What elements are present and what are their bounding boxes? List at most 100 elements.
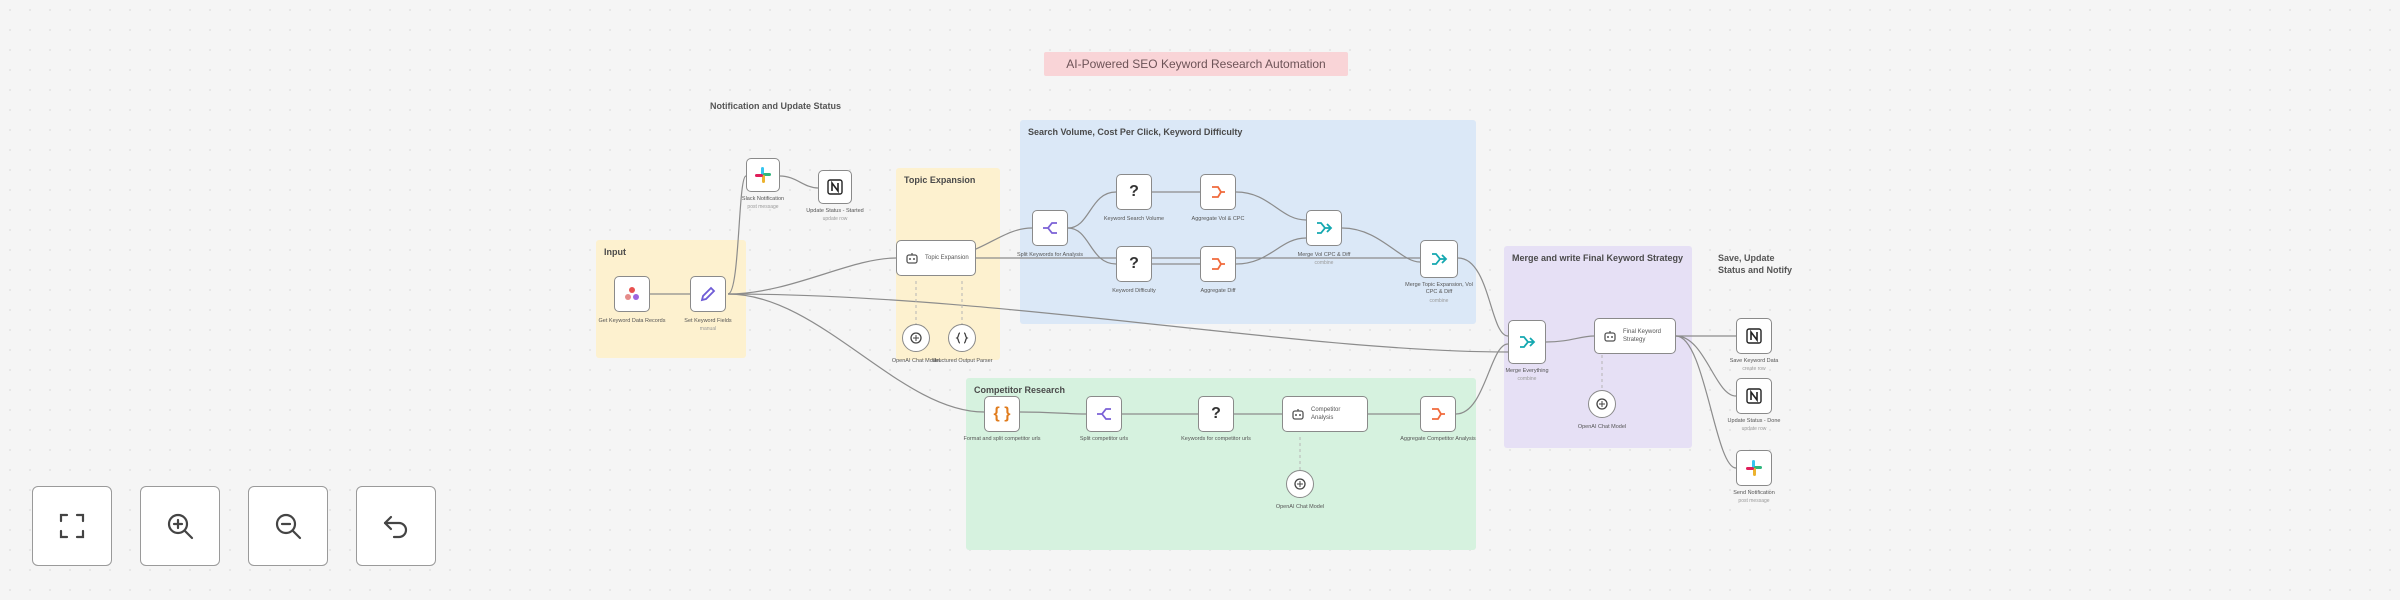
fit-view-button[interactable] xyxy=(32,486,112,566)
node-openai-chat-model-2[interactable] xyxy=(1286,470,1314,498)
merge-icon xyxy=(1432,253,1448,265)
node-update-status-started[interactable] xyxy=(818,170,852,204)
workflow-title: AI-Powered SEO Keyword Research Automati… xyxy=(1044,52,1348,76)
node-sub: combine xyxy=(1429,298,1449,304)
node-label: Keyword Search Volume xyxy=(1103,216,1165,222)
edge-merge-to-final xyxy=(1545,335,1595,343)
code-icon: { } xyxy=(993,405,1011,422)
node-label: Send Notification xyxy=(1733,490,1775,496)
group-topic-title: Topic Expansion xyxy=(904,175,976,185)
notion-icon xyxy=(1746,388,1762,404)
group-search-volume[interactable]: Search Volume, Cost Per Click, Keyword D… xyxy=(1020,120,1476,324)
node-label: Slack Notification xyxy=(741,196,785,202)
split-icon xyxy=(1097,408,1111,420)
node-merge-topic-expansion[interactable] xyxy=(1420,240,1458,278)
aggregate-icon xyxy=(1432,408,1445,420)
edge-set-to-topic xyxy=(727,257,897,295)
group-search-title: Search Volume, Cost Per Click, Keyword D… xyxy=(1028,127,1243,137)
edge-final-to-send xyxy=(1675,335,1737,469)
group-notification-title: Notification and Update Status xyxy=(710,101,842,111)
node-inline-label: Topic Expansion xyxy=(925,255,969,261)
edge-agg-to-merge13b xyxy=(1235,237,1307,265)
node-label: Merge Vol CPC & Diff xyxy=(1297,252,1351,258)
node-slack-notification[interactable] xyxy=(746,158,780,192)
node-format-competitor-urls[interactable]: { } xyxy=(984,396,1020,432)
edge-agg-to-merge-all xyxy=(1455,343,1509,415)
node-send-notification[interactable] xyxy=(1736,450,1772,486)
edge-set-to-slack xyxy=(727,175,747,295)
split-icon xyxy=(1043,222,1057,234)
group-merge-title: Merge and write Final Keyword Strategy xyxy=(1512,253,1684,263)
aggregate-icon xyxy=(1212,186,1225,198)
aggregate-icon xyxy=(1212,258,1225,270)
edge-code-to-split xyxy=(1019,411,1087,415)
node-label: Merge Topic Expansion, Vol CPC & Diff xyxy=(1405,282,1473,295)
parser-icon xyxy=(955,332,969,344)
edge-set-to-competitor xyxy=(727,293,985,413)
edge-merge14-to-merge-all xyxy=(1457,257,1509,337)
node-label: Save Keyword Data xyxy=(1729,358,1779,364)
node-keyword-difficulty[interactable]: ? xyxy=(1116,246,1152,282)
node-keyword-search-volume[interactable]: ? xyxy=(1116,174,1152,210)
node-label: Aggregate Competitor Analysis xyxy=(1400,436,1476,442)
edge-split-to-diff xyxy=(1067,227,1117,265)
node-sub: post message xyxy=(747,204,779,210)
edge-set-to-merge-all xyxy=(727,293,1509,353)
node-get-keyword-data[interactable] xyxy=(614,276,650,312)
node-aggregate-vol-cpc[interactable] xyxy=(1200,174,1236,210)
node-label: Aggregate Vol & CPC xyxy=(1191,216,1245,222)
node-sub: combine xyxy=(1314,260,1334,266)
node-label: Structured Output Parser xyxy=(931,358,993,364)
zoom-out-button[interactable] xyxy=(248,486,328,566)
ai-agent-icon xyxy=(906,253,918,264)
node-update-status-done[interactable] xyxy=(1736,378,1772,414)
merge-icon xyxy=(1317,222,1333,234)
node-set-keyword-fields[interactable] xyxy=(690,276,726,312)
group-competitor-title: Competitor Research xyxy=(974,385,1066,395)
zoom-in-icon xyxy=(167,513,194,540)
node-label: Update Status - Started xyxy=(806,208,864,214)
node-split-competitor-urls[interactable] xyxy=(1086,396,1122,432)
node-sub: combine xyxy=(1517,376,1537,382)
node-split-keywords[interactable] xyxy=(1032,210,1068,246)
node-sub: post message xyxy=(1738,498,1770,504)
pencil-icon xyxy=(700,286,716,302)
node-openai-chat-model-3[interactable] xyxy=(1588,390,1616,418)
edge-merge13-to-merge14 xyxy=(1341,227,1421,263)
http-icon: ? xyxy=(1129,255,1139,272)
node-aggregate-diff[interactable] xyxy=(1200,246,1236,282)
node-sub: manual xyxy=(699,326,717,332)
fit-view-icon xyxy=(59,513,85,539)
zoom-in-button[interactable] xyxy=(140,486,220,566)
node-label: Set Keyword Fields xyxy=(684,318,732,324)
node-structured-output-parser[interactable] xyxy=(948,324,976,352)
node-label: Split competitor urls xyxy=(1079,436,1129,442)
node-aggregate-competitor[interactable] xyxy=(1420,396,1456,432)
node-label: Keywords for competitor urls xyxy=(1181,436,1251,442)
undo-button[interactable] xyxy=(356,486,436,566)
openai-icon xyxy=(1596,398,1608,410)
node-label: Aggregate Diff xyxy=(1200,288,1236,294)
edge-agg-to-merge13a xyxy=(1235,191,1307,221)
node-topic-expansion[interactable]: Topic Expansion xyxy=(896,240,976,276)
node-inline-label: Competitor Analysis xyxy=(1311,407,1341,421)
http-icon: ? xyxy=(1211,405,1221,422)
node-merge-vol-cpc-diff[interactable] xyxy=(1306,210,1342,246)
group-input-title: Input xyxy=(604,247,626,257)
http-icon: ? xyxy=(1129,183,1139,200)
node-competitor-analysis[interactable]: Competitor Analysis xyxy=(1282,396,1368,432)
node-keywords-competitor-urls[interactable]: ? xyxy=(1198,396,1234,432)
edge-final-to-update xyxy=(1675,335,1737,397)
zoom-out-icon xyxy=(275,513,302,540)
node-merge-everything[interactable] xyxy=(1508,320,1546,364)
merge-icon xyxy=(1520,336,1536,348)
node-final-keyword-strategy[interactable]: Final Keyword Strategy xyxy=(1594,318,1676,354)
node-label: OpenAI Chat Model xyxy=(1577,424,1627,430)
undo-icon xyxy=(383,515,408,539)
node-save-keyword-data[interactable] xyxy=(1736,318,1772,354)
node-label: Format and split competitor urls xyxy=(963,436,1041,442)
node-openai-chat-model-1[interactable] xyxy=(902,324,930,352)
ai-agent-icon xyxy=(1604,331,1616,342)
